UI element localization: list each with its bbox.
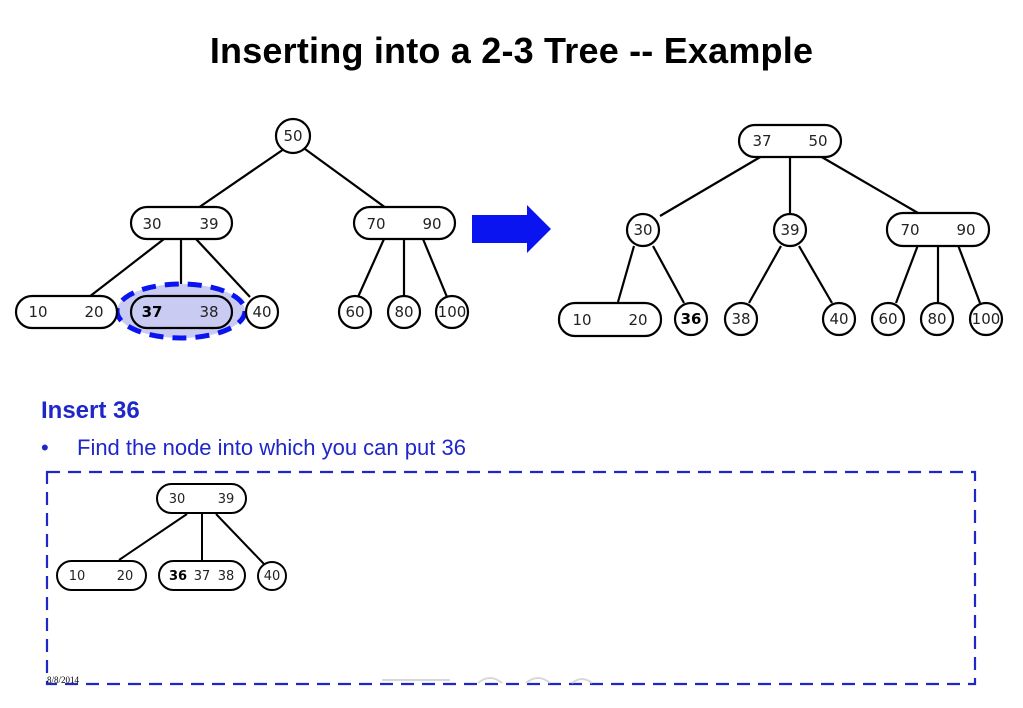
footer-date: 8/8/2014 bbox=[47, 675, 80, 685]
tree-node bbox=[434, 294, 470, 330]
tree-node bbox=[56, 560, 147, 591]
node-key: 90 bbox=[422, 215, 441, 233]
tree-node bbox=[158, 560, 246, 591]
edge bbox=[894, 244, 920, 304]
edge bbox=[88, 238, 165, 298]
node-key: 20 bbox=[84, 303, 103, 321]
node-key: 39 bbox=[199, 215, 218, 233]
node-key: 60 bbox=[878, 310, 897, 328]
node-key: 60 bbox=[345, 303, 364, 321]
node-key: 30 bbox=[633, 221, 652, 239]
node-key: 39 bbox=[218, 492, 235, 507]
node-key: 36 bbox=[169, 569, 187, 584]
node-key: 36 bbox=[681, 310, 702, 328]
dashed-callout-box bbox=[45, 470, 977, 686]
edge bbox=[659, 155, 763, 217]
node-key: 37 bbox=[194, 569, 211, 584]
bullet-marker: • bbox=[41, 435, 49, 460]
node-key: 10 bbox=[572, 311, 591, 329]
tree-node bbox=[821, 301, 857, 337]
tree-node bbox=[557, 301, 663, 338]
right-arrow-icon bbox=[472, 205, 551, 253]
edge bbox=[798, 245, 833, 304]
tree-node bbox=[386, 294, 422, 330]
tree-node bbox=[968, 301, 1004, 337]
slide-title: Inserting into a 2-3 Tree -- Example bbox=[209, 30, 814, 71]
faint-arc bbox=[525, 677, 551, 684]
node-key: 40 bbox=[252, 303, 271, 321]
tree-node bbox=[129, 294, 234, 330]
node-key: 80 bbox=[927, 310, 946, 328]
node-key: 37 bbox=[752, 132, 771, 150]
edge bbox=[197, 148, 285, 209]
node-key: 38 bbox=[218, 569, 235, 584]
node-key: 40 bbox=[264, 569, 281, 584]
tree-node bbox=[772, 212, 808, 248]
node-key: 38 bbox=[199, 303, 218, 321]
node-key: 70 bbox=[900, 221, 919, 239]
node-key: 39 bbox=[780, 221, 799, 239]
tree-node bbox=[244, 294, 280, 330]
node-key: 100 bbox=[972, 310, 1001, 328]
inset-tree bbox=[118, 513, 265, 565]
node-key: 90 bbox=[956, 221, 975, 239]
edge bbox=[616, 245, 636, 303]
tree-node bbox=[737, 123, 843, 159]
tree-node bbox=[337, 294, 373, 330]
node-key: 20 bbox=[628, 311, 647, 329]
node-key: 37 bbox=[142, 303, 163, 321]
faint-residue bbox=[382, 677, 593, 684]
tree-node bbox=[723, 301, 759, 337]
node-key: 20 bbox=[117, 569, 134, 584]
tree-node bbox=[257, 561, 287, 591]
tree-node bbox=[156, 483, 247, 514]
edge bbox=[956, 244, 982, 304]
node-key: 30 bbox=[169, 492, 186, 507]
edge bbox=[118, 513, 188, 561]
tree-node bbox=[625, 212, 661, 248]
edge bbox=[748, 245, 782, 304]
tree-node bbox=[673, 301, 709, 337]
node-key: 100 bbox=[438, 303, 467, 321]
section-heading: Insert 36 bbox=[41, 397, 140, 424]
tree-node bbox=[919, 301, 955, 337]
edge bbox=[421, 238, 449, 298]
tree-node bbox=[129, 205, 234, 241]
tree-node bbox=[870, 301, 906, 337]
node-key: 50 bbox=[808, 132, 827, 150]
edge bbox=[819, 155, 919, 214]
tree-node bbox=[274, 117, 312, 155]
edge bbox=[652, 245, 685, 304]
node-key: 80 bbox=[394, 303, 413, 321]
edge bbox=[356, 238, 386, 298]
faint-arc bbox=[571, 678, 593, 684]
node-key: 70 bbox=[366, 215, 385, 233]
faint-arc bbox=[477, 677, 503, 684]
tree-node bbox=[14, 294, 119, 330]
bullet-text: Find the node into which you can put 36 bbox=[77, 435, 466, 460]
bullet-item: • Find the node into which you can put 36 bbox=[41, 435, 466, 461]
highlight-ellipse bbox=[114, 281, 248, 341]
node-key: 50 bbox=[283, 127, 302, 145]
right-tree bbox=[616, 155, 982, 304]
left-tree bbox=[88, 148, 449, 298]
node-key: 10 bbox=[69, 569, 86, 584]
edge bbox=[195, 238, 251, 298]
edge bbox=[215, 513, 265, 565]
node-key: 30 bbox=[142, 215, 161, 233]
node-key: 38 bbox=[731, 310, 750, 328]
node-key: 10 bbox=[28, 303, 47, 321]
node-key: 40 bbox=[829, 310, 848, 328]
tree-node bbox=[885, 211, 991, 248]
tree-node bbox=[352, 205, 457, 241]
edge bbox=[304, 148, 387, 209]
